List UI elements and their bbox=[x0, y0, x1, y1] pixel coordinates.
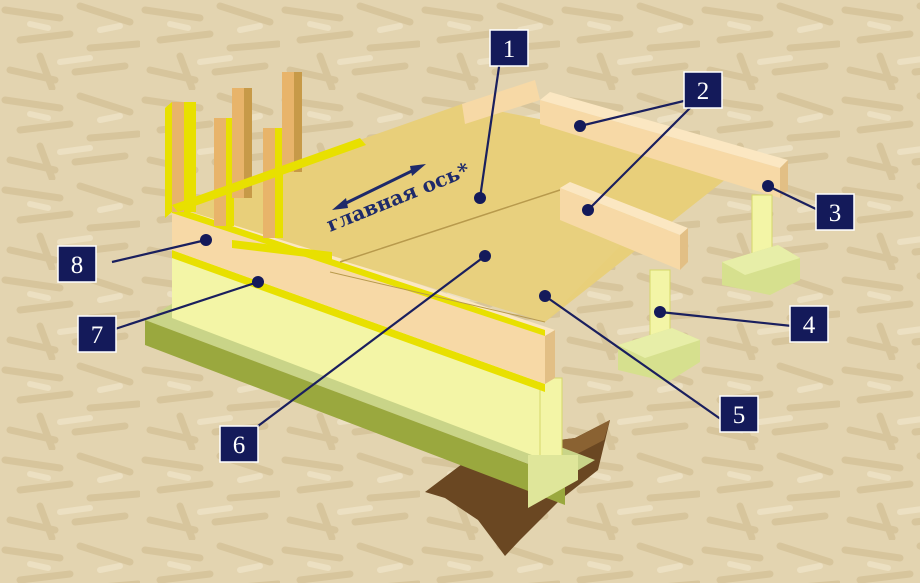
floor-joists bbox=[462, 80, 788, 270]
callout-1-label: 1 bbox=[503, 36, 516, 63]
callout-7: 7 bbox=[77, 315, 117, 353]
callout-3-label: 3 bbox=[829, 200, 842, 227]
pier-post-front bbox=[618, 269, 700, 382]
callout-2-label: 2 bbox=[697, 78, 710, 105]
waterproof-strip bbox=[172, 250, 545, 392]
callout-6: 6 bbox=[219, 425, 259, 463]
callout-5: 5 bbox=[719, 395, 759, 433]
callout-7-label: 7 bbox=[91, 322, 104, 349]
sill-strip bbox=[172, 206, 545, 336]
callout-8: 8 bbox=[57, 245, 97, 283]
callout-4-label: 4 bbox=[803, 312, 816, 339]
callout-3: 3 bbox=[815, 193, 855, 231]
callout-leaders bbox=[111, 59, 819, 433]
axis-arrow-line bbox=[339, 166, 419, 208]
callout-4: 4 bbox=[789, 305, 829, 343]
corner-post bbox=[528, 377, 578, 508]
callout-2: 2 bbox=[683, 71, 723, 109]
pier-post-rear bbox=[722, 194, 800, 295]
wall-frame-studs bbox=[165, 72, 366, 260]
axis-arrow-right-head bbox=[410, 164, 426, 176]
callout-6-label: 6 bbox=[233, 432, 246, 459]
callout-5-label: 5 bbox=[733, 402, 746, 429]
callout-1: 1 bbox=[489, 29, 529, 67]
callout-dots bbox=[200, 120, 774, 318]
callout-8-label: 8 bbox=[71, 252, 84, 279]
axis-arrow-left-head bbox=[332, 198, 348, 210]
